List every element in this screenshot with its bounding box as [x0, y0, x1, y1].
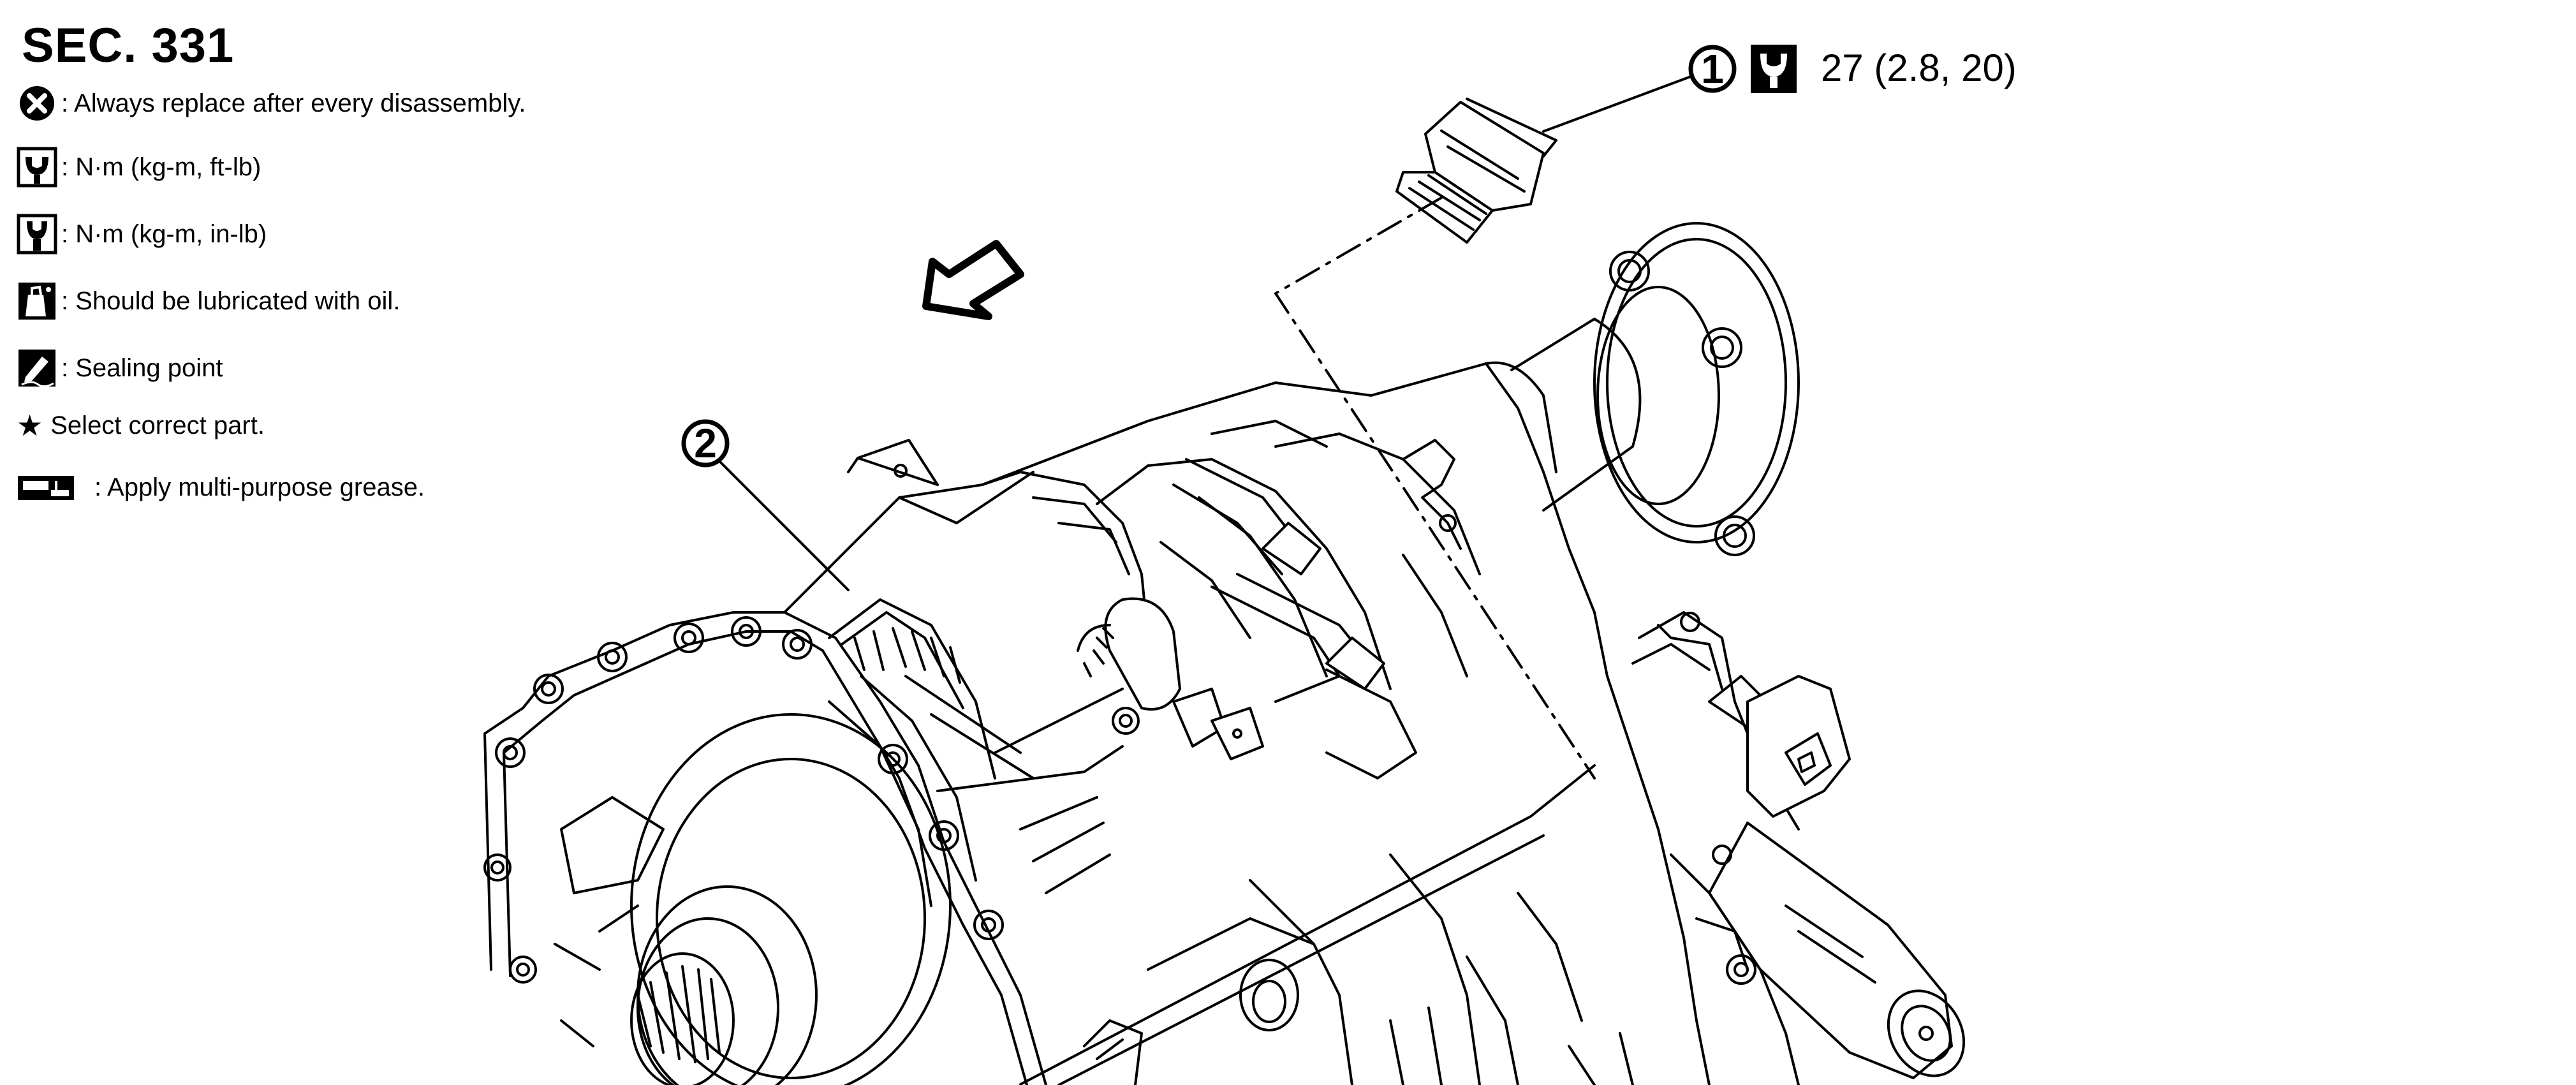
legend-item-torque-ftlb: : N·m (kg-m, ft-lb): [17, 147, 261, 188]
legend-item-torque-inlb: : N·m (kg-m, in-lb): [17, 214, 267, 255]
callout-2-number: 2: [694, 420, 717, 466]
legend-item-sealing: : Sealing point: [17, 348, 223, 388]
shift-mechanism: [1077, 439, 1462, 779]
callout-1-number: 1: [1701, 46, 1724, 92]
sensor-part: [1395, 98, 1557, 244]
case-ribs: [828, 420, 1596, 1085]
callout-2: 2: [681, 419, 850, 591]
legend-text: Select correct part.: [50, 411, 265, 439]
legend-item-always-replace: : Always replace after every disassembly…: [17, 83, 526, 124]
front-direction-arrow: [922, 240, 1024, 320]
legend-text: : Always replace after every disassembly…: [61, 89, 526, 117]
legend-item-grease: : Apply multi-purpose grease.: [17, 472, 425, 503]
always-replace-icon: [17, 83, 57, 124]
torque-wrench-inlb-icon: [17, 214, 57, 255]
torque-wrench-ftlb-icon: [17, 147, 57, 188]
grease-gun-icon: [17, 472, 75, 503]
legend-text: : Sealing point: [61, 353, 223, 382]
actuator-motor: [1631, 611, 1966, 1085]
legend-text: : Should be lubricated with oil.: [61, 286, 401, 315]
legend-text: : Apply multi-purpose grease.: [94, 473, 425, 501]
legend-item-select-part: ★ Select correct part.: [17, 408, 265, 443]
legend-text: : N·m (kg-m, in-lb): [61, 219, 267, 248]
section-title: SEC. 331: [22, 18, 235, 73]
legend-item-oil: : Should be lubricated with oil.: [17, 281, 400, 321]
torque-wrench-icon: [1751, 45, 1797, 93]
output-flange: [1485, 222, 1800, 556]
oil-can-icon: [17, 281, 57, 321]
case-bottom-detail: [1083, 1007, 1634, 1085]
callout-1: 1: [1542, 45, 1737, 133]
sealing-point-icon: [17, 348, 57, 388]
callout-1-torque-spec: 27 (2.8, 20): [1821, 47, 2017, 89]
transfer-case-body: [483, 362, 1711, 1085]
legend-text: : N·m (kg-m, ft-lb): [61, 152, 261, 181]
star-icon: ★: [17, 409, 43, 442]
